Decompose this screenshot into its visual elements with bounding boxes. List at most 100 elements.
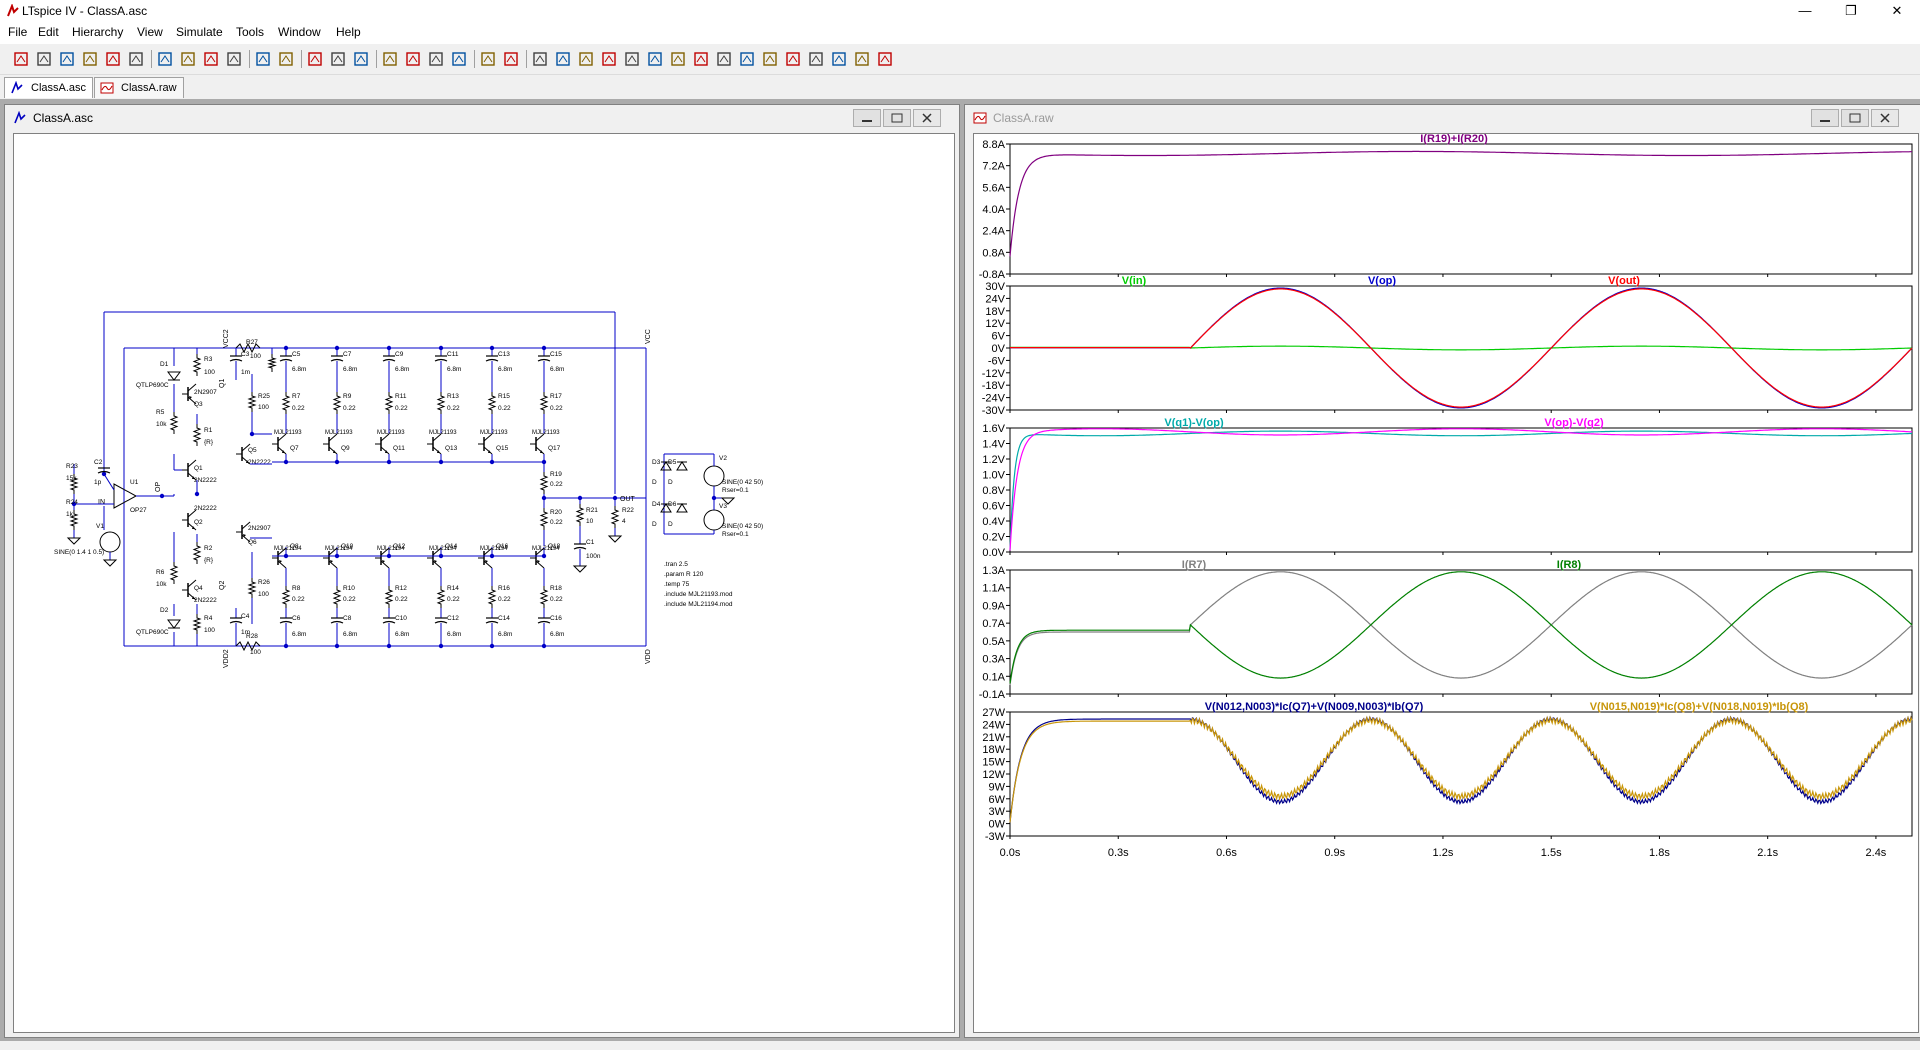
minimize-button[interactable]: — [1782, 0, 1828, 22]
menu-hierarchy[interactable]: Hierarchy [72, 25, 124, 39]
res-ref-r25: R25 [258, 393, 270, 400]
paste-button[interactable] [427, 50, 445, 68]
new-schematic-button[interactable] [12, 50, 30, 68]
menu-simulate[interactable]: Simulate [176, 25, 223, 39]
zoom-in-button[interactable] [156, 50, 174, 68]
transistor-arrow [189, 396, 192, 399]
schematic-restore-button[interactable] [883, 109, 911, 127]
y-tick-label: -0.8A [979, 269, 1006, 281]
menu-window[interactable]: Window [278, 25, 321, 39]
waveform-pane[interactable]: 30V24V18V12V6V0V-6V-12V-18V-24V-30VV(in)… [982, 275, 1913, 417]
control-panel-button[interactable] [81, 50, 99, 68]
toolbar-separator [474, 50, 475, 68]
tab-classa-raw[interactable]: ClassA.raw [94, 77, 184, 98]
cap-value: 6.8m [447, 366, 461, 373]
wire-button[interactable] [531, 50, 549, 68]
save-button[interactable] [58, 50, 76, 68]
diode-button[interactable] [669, 50, 687, 68]
move-button[interactable] [715, 50, 733, 68]
tab-label: ClassA.asc [31, 82, 87, 94]
capacitor-button[interactable] [623, 50, 641, 68]
transistor-model: MJL21194 [532, 546, 560, 552]
ground-button[interactable] [554, 50, 572, 68]
component-button[interactable] [692, 50, 710, 68]
pane-frame [1009, 711, 1913, 837]
y-tick-label: 12V [985, 318, 1005, 330]
schematic-window-titlebar[interactable]: ClassA.asc [5, 105, 959, 131]
res-value: 0.22 [395, 596, 408, 603]
open-button[interactable] [35, 50, 53, 68]
autorange-button[interactable] [254, 50, 272, 68]
tile-horizontal-button[interactable] [306, 50, 324, 68]
find-button[interactable] [450, 50, 468, 68]
resistor [69, 510, 79, 530]
print-setup-button[interactable] [502, 50, 520, 68]
res-value-r23: 15k [66, 475, 77, 482]
restore-button[interactable]: ❐ [1828, 0, 1874, 22]
schematic-close-button[interactable] [913, 109, 941, 127]
diode-ref-d5: D5 [668, 459, 677, 466]
menu-file[interactable]: File [8, 25, 28, 39]
pane-frame [1009, 143, 1913, 275]
zoom-out-icon [181, 52, 195, 66]
redo-button[interactable] [784, 50, 802, 68]
spice-directive-button[interactable] [876, 50, 894, 68]
mirror-button[interactable] [830, 50, 848, 68]
cap-ref: C10 [395, 615, 407, 622]
wire-icon [533, 52, 547, 66]
run-button[interactable] [104, 50, 122, 68]
grid-button[interactable] [277, 50, 295, 68]
tile-vertical-button[interactable] [329, 50, 347, 68]
copy-button[interactable] [404, 50, 422, 68]
waveform-minimize-button[interactable] [1811, 109, 1839, 127]
y-tick-label: 0.0V [982, 547, 1005, 559]
res-ref-r23: R23 [66, 463, 78, 470]
cut-button[interactable] [381, 50, 399, 68]
drag-button[interactable] [738, 50, 756, 68]
waveform-pane[interactable]: 8.8A7.2A5.6A4.0A2.4A0.8A-0.8AI(R19)+I(R2… [979, 133, 1913, 281]
cap-value-c4: 1m [241, 629, 250, 636]
halt-button[interactable] [127, 50, 145, 68]
waveform-pane[interactable]: 27W24W21W18W15W12W9W6W3W0W-3WV(N012,N003… [982, 701, 1913, 843]
menu-edit[interactable]: Edit [38, 25, 59, 39]
rotate-button[interactable] [807, 50, 825, 68]
label-net-button[interactable] [577, 50, 595, 68]
menu-view[interactable]: View [137, 25, 163, 39]
transistor-emitter [277, 560, 287, 569]
close-button[interactable]: ✕ [1874, 0, 1920, 22]
res-ref-r21: R21 [586, 507, 598, 514]
menu-tools[interactable]: Tools [236, 25, 265, 39]
schematic-minimize-button[interactable] [853, 109, 881, 127]
waveform-window-titlebar[interactable]: ClassA.raw [965, 105, 1920, 131]
transistor-model: MJL21193 [480, 430, 508, 436]
tab-classa-asc[interactable]: ClassA.asc [4, 77, 94, 98]
zoom-out-button[interactable] [179, 50, 197, 68]
resistor-button[interactable] [600, 50, 618, 68]
cap-value: 6.8m [498, 631, 512, 638]
menu-help[interactable]: Help [336, 25, 361, 39]
waveform-close-button[interactable] [1871, 109, 1899, 127]
zoom-cancel-button[interactable] [225, 50, 243, 68]
print-button[interactable] [479, 50, 497, 68]
transistor-collector [432, 547, 442, 556]
waveform-pane[interactable]: 1.3A1.1A0.9A0.7A0.5A0.3A0.1A-0.1AI(R7)I(… [979, 559, 1913, 701]
y-tick-label: 1.6V [982, 423, 1005, 435]
toolbar [0, 44, 1920, 75]
waveform-pane[interactable]: 1.6V1.4V1.2V1.0V0.8V0.6V0.4V0.2V0.0VV(q1… [982, 417, 1913, 559]
trace-label: V(op) [1368, 275, 1396, 287]
x-tick-label: 1.5s [1541, 847, 1562, 859]
cascade-button[interactable] [352, 50, 370, 68]
undo-button[interactable] [761, 50, 779, 68]
waveform-plot[interactable]: 8.8A7.2A5.6A4.0A2.4A0.8A-0.8AI(R19)+I(R2… [974, 133, 1918, 1032]
junction-dot [438, 643, 444, 649]
waveform-restore-button[interactable] [1841, 109, 1869, 127]
zoom-fit-button[interactable] [202, 50, 220, 68]
res-value-r25: 100 [258, 404, 269, 411]
schematic-drawing[interactable]: VCCVDDVCC2VDD2C56.8mR70.22MJL21193Q7MJL2… [14, 134, 954, 1032]
resistor [169, 412, 179, 434]
text-button[interactable] [853, 50, 871, 68]
inductor-button[interactable] [646, 50, 664, 68]
transistor-model: MJL21194 [377, 546, 405, 552]
